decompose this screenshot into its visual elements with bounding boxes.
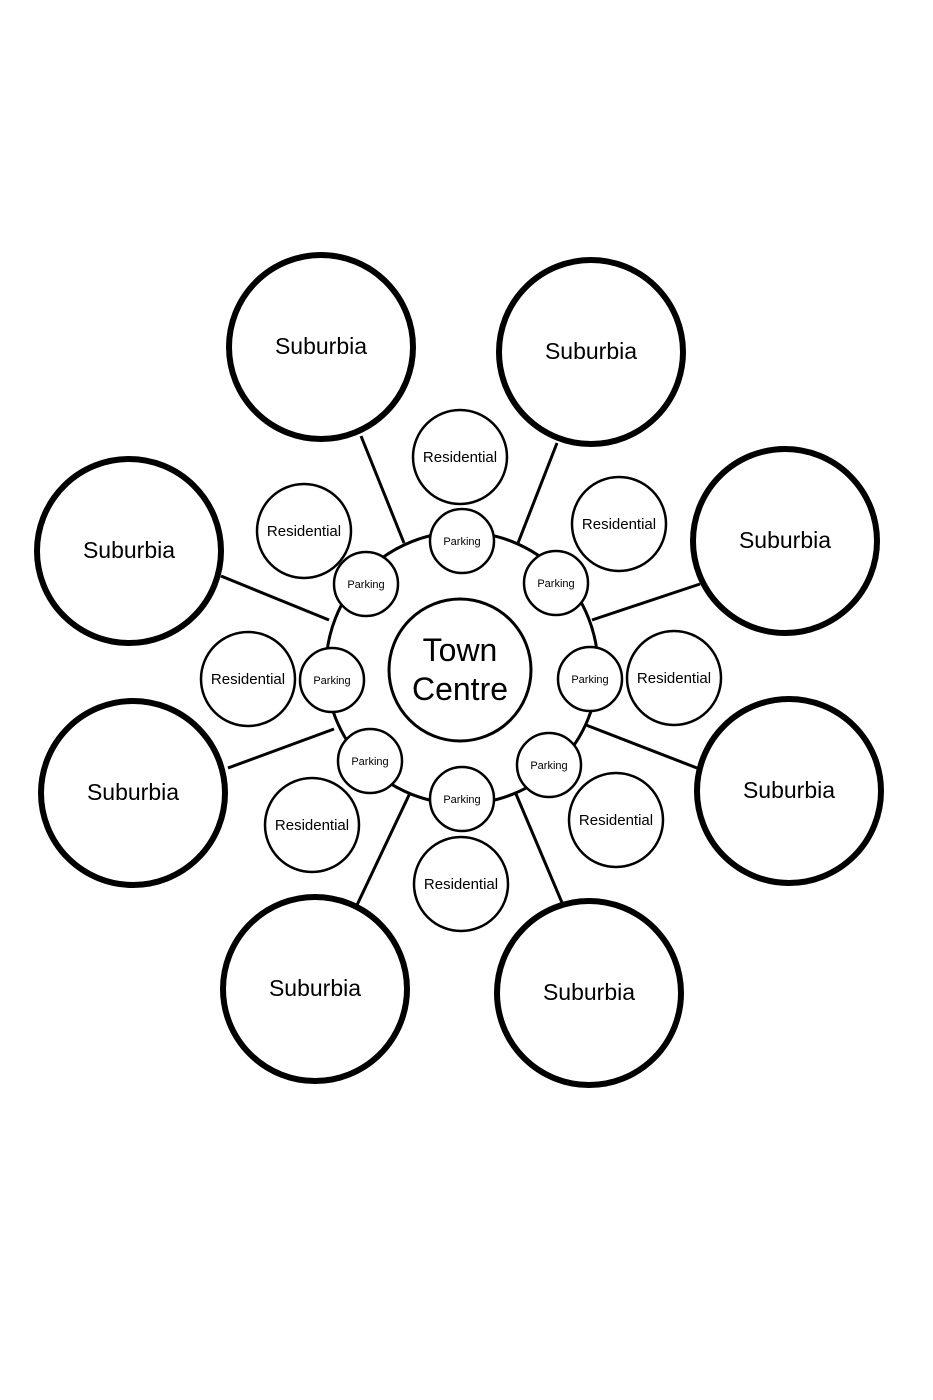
residential-circle: [625, 629, 723, 727]
connector-line: [516, 442, 559, 544]
parking-node: Parking: [336, 727, 404, 795]
parking-label: Parking: [313, 675, 350, 687]
residential-node: Residential: [255, 482, 353, 580]
parking-node: Parking: [428, 765, 496, 833]
residential-label: Residential: [423, 449, 497, 466]
connector-line: [355, 792, 412, 906]
suburbia-node: Suburbia: [496, 257, 686, 447]
parking-label: Parking: [571, 674, 608, 686]
residential-label: Residential: [579, 812, 653, 829]
parking-circle: [332, 550, 400, 618]
parking-label: Parking: [443, 536, 480, 548]
parking-circle: [522, 549, 590, 617]
suburbia-label: Suburbia: [739, 527, 831, 553]
suburbia-circle: [496, 257, 686, 447]
suburbia-node: Suburbia: [220, 894, 410, 1084]
parking-node: Parking: [556, 645, 624, 713]
parking-node: Parking: [515, 731, 583, 799]
residential-label: Residential: [424, 876, 498, 893]
connector-line: [585, 723, 698, 770]
residential-circle: [411, 408, 509, 506]
town-centre-line-2: Centre: [412, 671, 508, 707]
parking-group: Parking Parking Parking Parking Parking …: [298, 507, 624, 833]
parking-node: Parking: [298, 646, 366, 714]
connector-line: [220, 574, 330, 622]
connector-line: [359, 435, 406, 544]
parking-circle: [428, 765, 496, 833]
suburbia-circle: [220, 894, 410, 1084]
suburbia-label: Suburbia: [87, 779, 179, 805]
parking-circle: [336, 727, 404, 795]
town-centre-circle: [387, 597, 533, 743]
suburbia-node: Suburbia: [226, 252, 416, 442]
residential-node: Residential: [412, 835, 510, 933]
suburbia-group: Suburbia Suburbia Suburbia Suburbia Subu…: [34, 252, 884, 1088]
residential-label: Residential: [211, 671, 285, 688]
suburbia-circle: [34, 456, 224, 646]
parking-circle: [556, 645, 624, 713]
residential-circle: [255, 482, 353, 580]
parking-node: Parking: [522, 549, 590, 617]
residential-circle: [412, 835, 510, 933]
residential-node: Residential: [199, 630, 297, 728]
parking-node: Parking: [332, 550, 400, 618]
residential-node: Residential: [567, 771, 665, 869]
residential-label: Residential: [275, 817, 349, 834]
parking-circle: [515, 731, 583, 799]
town-centre: Town Centre: [387, 597, 533, 743]
residential-circle: [199, 630, 297, 728]
suburbia-label: Suburbia: [269, 975, 361, 1001]
suburbia-node: Suburbia: [38, 698, 228, 888]
residential-label: Residential: [582, 516, 656, 533]
residential-circle: [567, 771, 665, 869]
residential-label: Residential: [267, 523, 341, 540]
parking-circle: [428, 507, 496, 575]
connector-line: [227, 727, 335, 770]
connector-line: [514, 793, 565, 906]
parking-label: Parking: [443, 794, 480, 806]
suburbia-circle: [694, 696, 884, 886]
residential-node: Residential: [411, 408, 509, 506]
suburbia-label: Suburbia: [543, 979, 635, 1005]
residential-node: Residential: [625, 629, 723, 727]
suburbia-node: Suburbia: [34, 456, 224, 646]
residential-group: Residential Residential Residential Resi…: [199, 408, 723, 933]
residential-circle: [570, 475, 668, 573]
residential-label: Residential: [637, 670, 711, 687]
suburbia-label: Suburbia: [545, 338, 637, 364]
suburbia-circle: [226, 252, 416, 442]
suburbia-circle: [38, 698, 228, 888]
suburbia-node: Suburbia: [494, 898, 684, 1088]
suburbia-circle: [690, 446, 880, 636]
connector-lines: [220, 435, 701, 906]
suburbia-label: Suburbia: [743, 777, 835, 803]
residential-node: Residential: [263, 776, 361, 874]
suburbia-node: Suburbia: [690, 446, 880, 636]
suburbia-node: Suburbia: [694, 696, 884, 886]
suburbia-label: Suburbia: [83, 537, 175, 563]
connector-line: [591, 582, 701, 622]
parking-label: Parking: [537, 578, 574, 590]
residential-node: Residential: [570, 475, 668, 573]
parking-node: Parking: [428, 507, 496, 575]
suburbia-circle: [494, 898, 684, 1088]
parking-circle: [298, 646, 366, 714]
town-centre-line-1: Town: [423, 632, 498, 668]
suburbia-label: Suburbia: [275, 333, 367, 359]
parking-label: Parking: [347, 579, 384, 591]
parking-label: Parking: [351, 756, 388, 768]
residential-circle: [263, 776, 361, 874]
parking-label: Parking: [530, 760, 567, 772]
